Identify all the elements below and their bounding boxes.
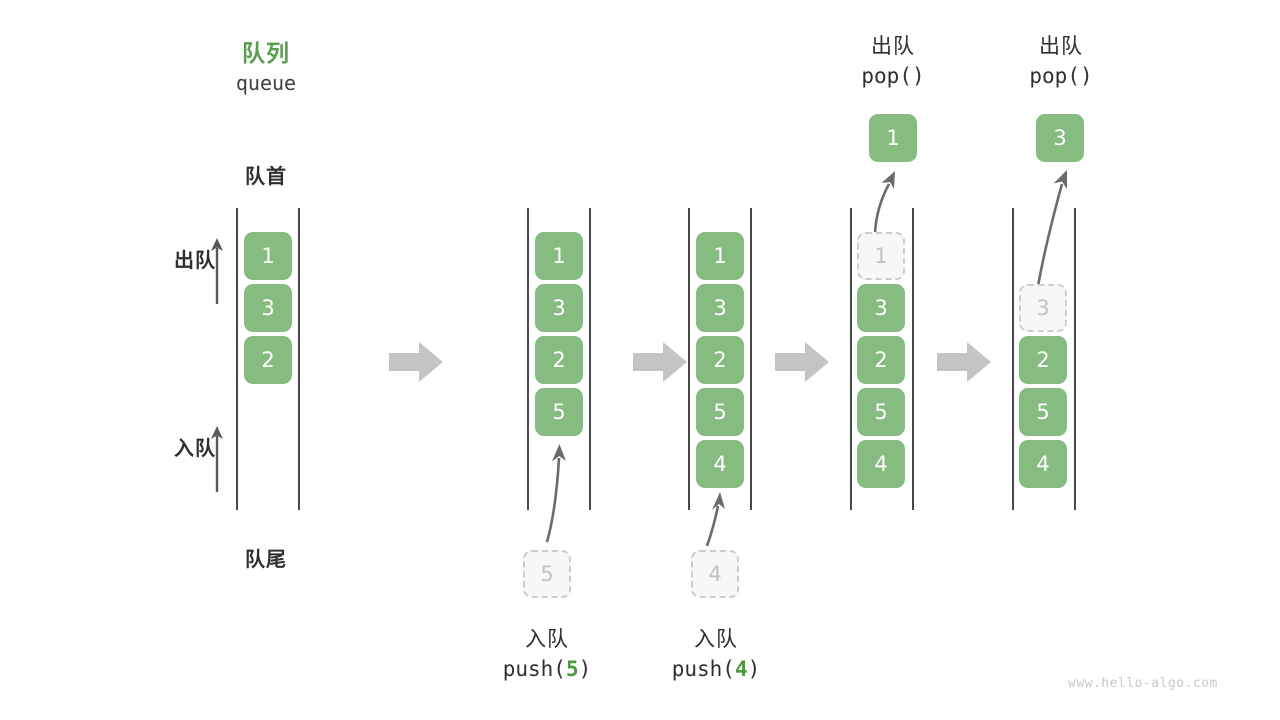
queue-cell: 4 (857, 440, 905, 488)
queue-rail-right (1074, 208, 1076, 510)
push-caption-code-suffix: ) (747, 657, 761, 681)
flow-arrow-icon (633, 342, 687, 382)
flow-arrow-icon (389, 342, 443, 382)
queue-cell: 3 (535, 284, 583, 332)
queue-cell: 3 (244, 284, 292, 332)
queue-cell: 2 (696, 336, 744, 384)
queue-cell: 3 (696, 284, 744, 332)
queue-cell: 2 (244, 336, 292, 384)
push-caption-code: push(4) (636, 657, 796, 681)
pop-caption-cn: 出队 (1039, 34, 1083, 58)
queue-cell: 3 (857, 284, 905, 332)
queue-cell: 4 (1019, 440, 1067, 488)
queue-cell: 1 (244, 232, 292, 280)
queue-rail-right (589, 208, 591, 510)
push-input-ghost-cell: 4 (691, 550, 739, 598)
queue-cell: 1 (535, 232, 583, 280)
watermark: www.hello-algo.com (1068, 676, 1218, 691)
pop-arrow-icon (873, 171, 895, 235)
queue-cell: 5 (696, 388, 744, 436)
queue-rail-left (527, 208, 529, 510)
push-caption-code-prefix: push( (502, 657, 566, 681)
push-caption-code-num: 4 (734, 657, 748, 681)
queue-cell: 2 (535, 336, 583, 384)
queue-rail-right (750, 208, 752, 510)
enqueue-direction-arrow-icon (211, 426, 223, 492)
push-caption-cn: 入队 (694, 627, 738, 651)
pop-output-cell: 1 (869, 114, 917, 162)
queue-front-label: 队首 (245, 164, 287, 188)
queue-rail-left (1012, 208, 1014, 510)
queue-cell-removed: 3 (1019, 284, 1067, 332)
queue-rail-left (850, 208, 852, 510)
queue-cell-new: 5 (535, 388, 583, 436)
pop-arrow-icon (1036, 170, 1067, 287)
push-caption-code-suffix: ) (578, 657, 592, 681)
dequeue-direction-arrow-icon (211, 238, 223, 304)
push-caption-code-num: 5 (565, 657, 579, 681)
push-arrow-icon (705, 492, 725, 547)
diagram-title-code: queue (235, 71, 297, 95)
queue-cell: 2 (1019, 336, 1067, 384)
queue-cell: 5 (857, 388, 905, 436)
enqueue-direction-label: 入队 (174, 436, 216, 460)
pop-caption-code: pop() (861, 64, 925, 88)
queue-rail-left (236, 208, 238, 510)
push-caption-code: push(5) (467, 657, 627, 681)
push-caption-code-prefix: push( (671, 657, 735, 681)
queue-cell: 1 (696, 232, 744, 280)
pop-caption-code: pop() (1029, 64, 1093, 88)
queue-rear-label: 队尾 (245, 547, 287, 571)
flow-arrow-icon (775, 342, 829, 382)
queue-rail-right (298, 208, 300, 510)
diagram-title-cn: 队列 (242, 41, 290, 67)
push-caption-cn: 入队 (525, 627, 569, 651)
queue-rail-left (688, 208, 690, 510)
pop-output-cell: 3 (1036, 114, 1084, 162)
pop-caption-cn: 出队 (871, 34, 915, 58)
queue-rail-right (912, 208, 914, 510)
queue-cell-removed: 1 (857, 232, 905, 280)
flow-arrow-icon (937, 342, 991, 382)
dequeue-direction-label: 出队 (174, 248, 216, 272)
push-arrow-icon (545, 444, 566, 543)
queue-cell: 2 (857, 336, 905, 384)
queue-cell: 5 (1019, 388, 1067, 436)
queue-cell-new: 4 (696, 440, 744, 488)
push-input-ghost-cell: 5 (523, 550, 571, 598)
